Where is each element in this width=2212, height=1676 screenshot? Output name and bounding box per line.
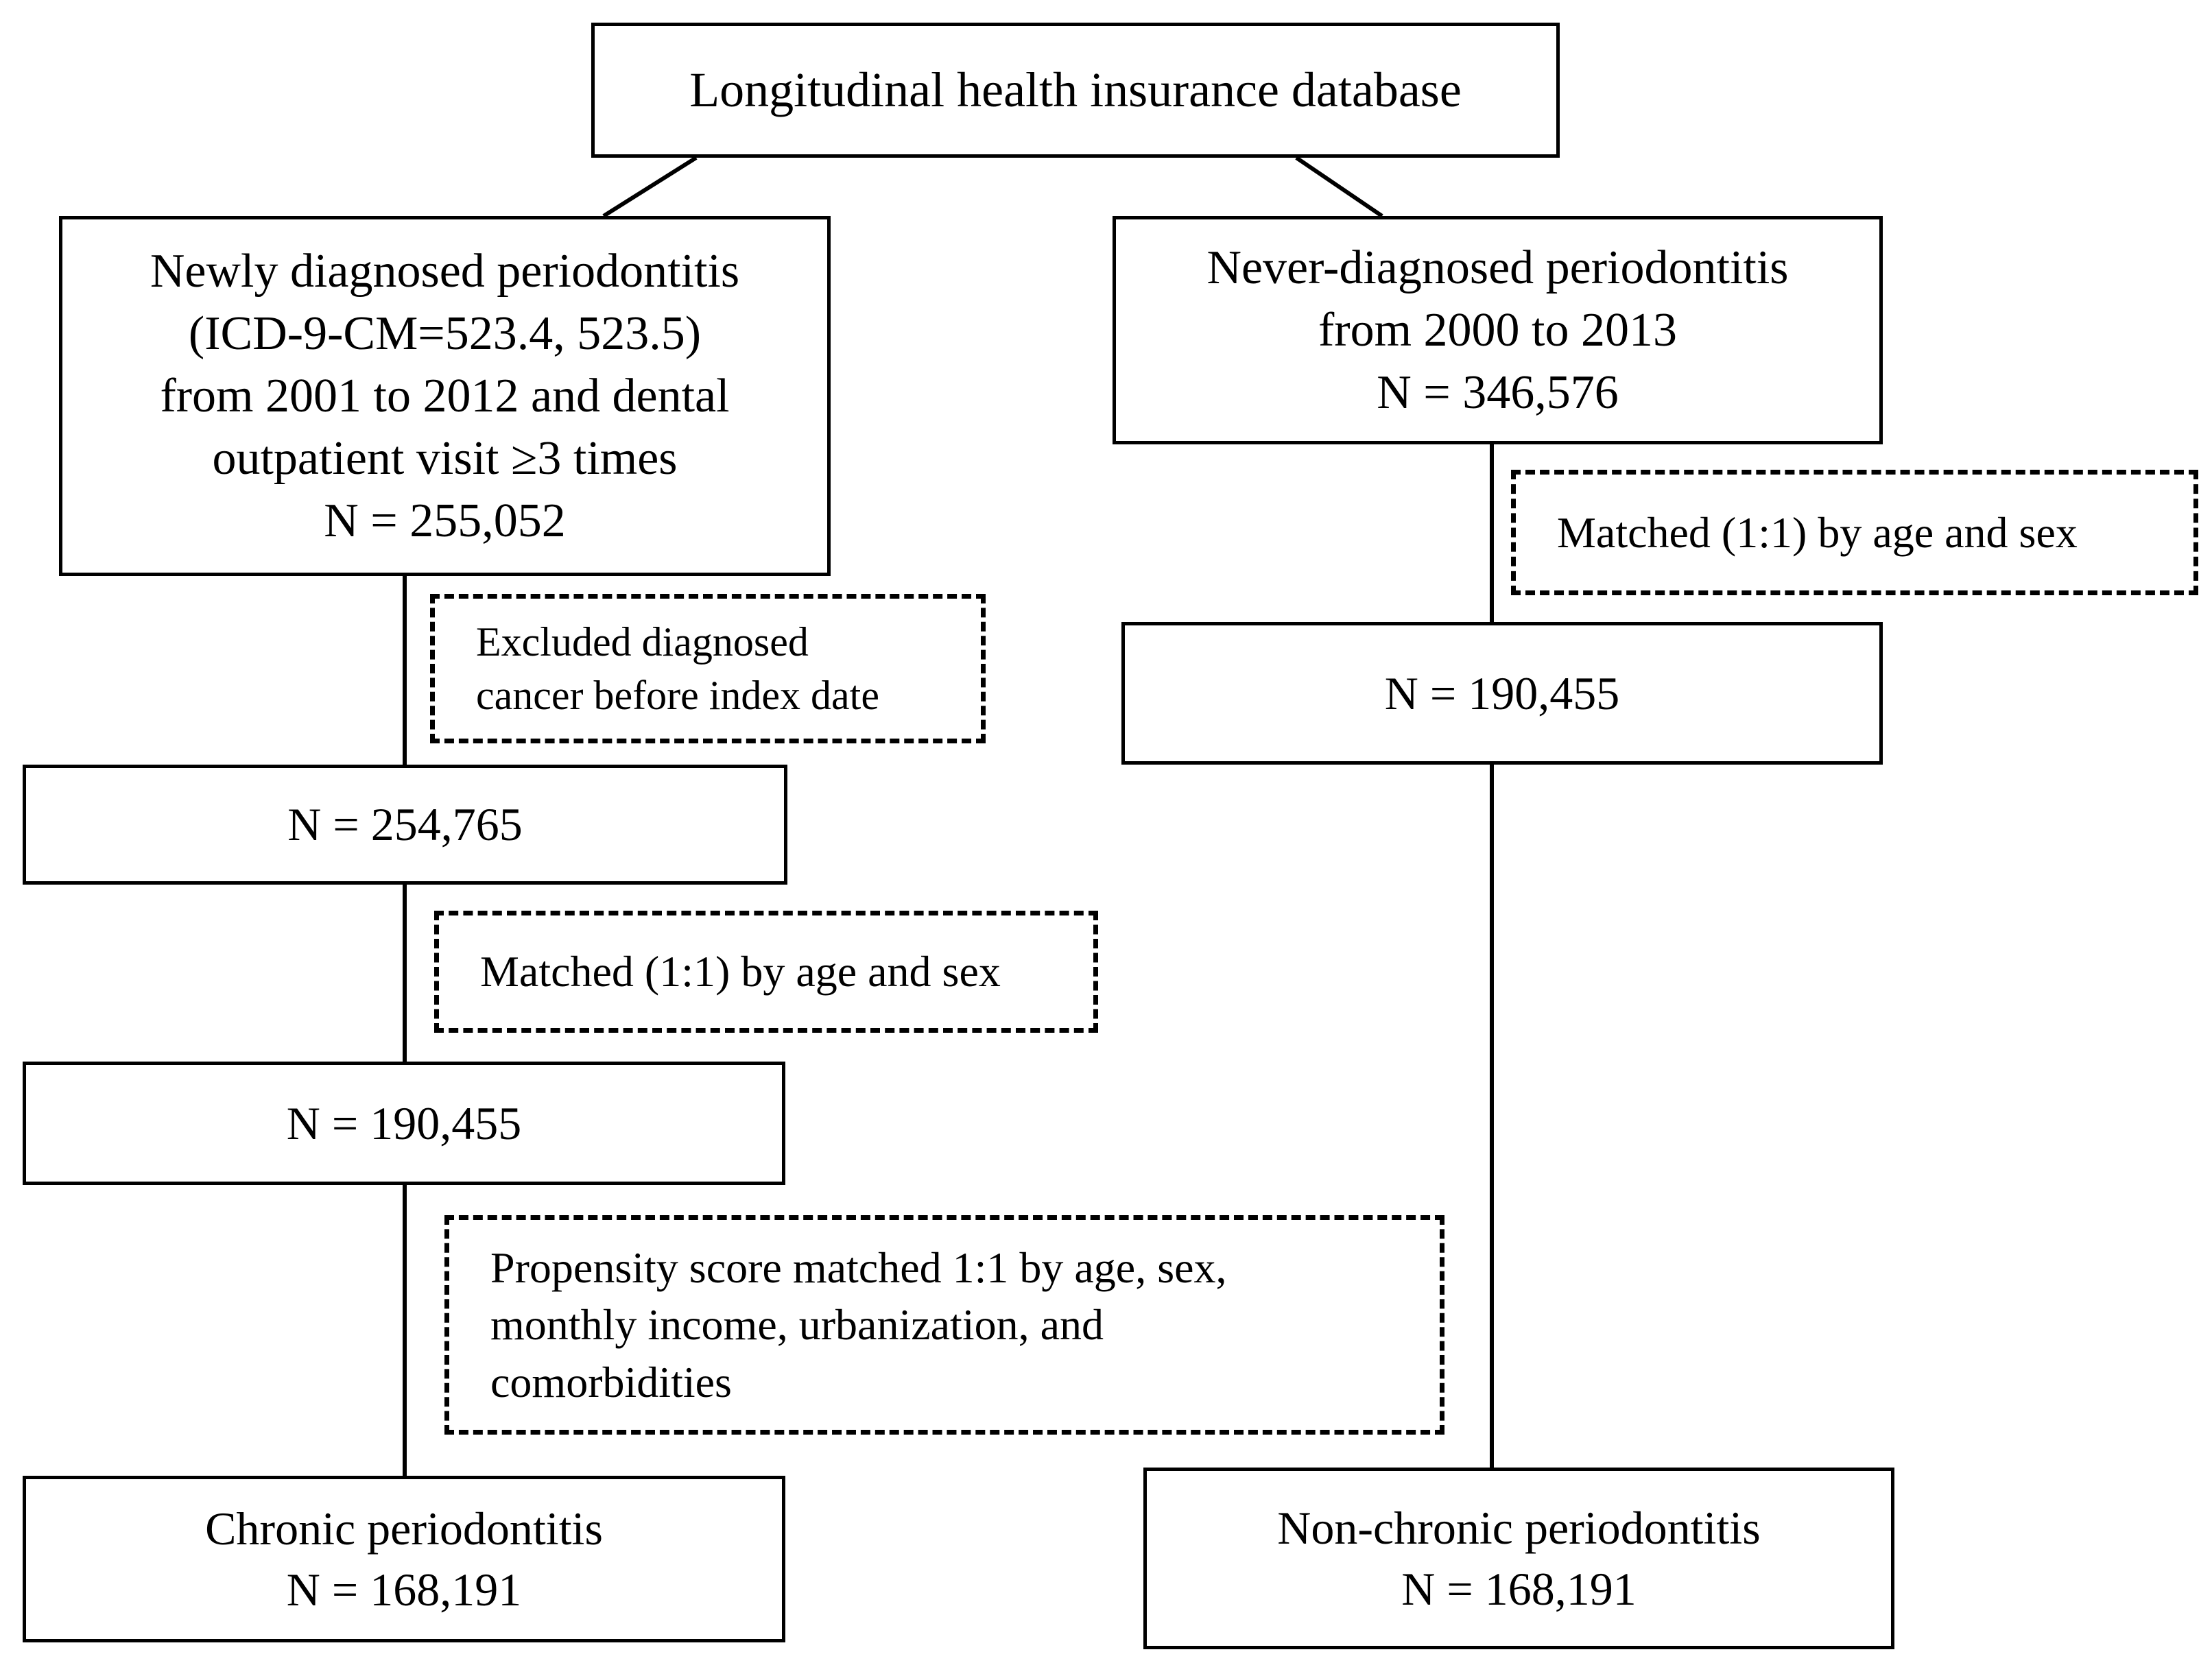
root-database-box-line-1: Longitudinal health insurance database [689, 62, 1462, 117]
right-after-match-box-line-1: N = 190,455 [1384, 667, 1620, 719]
non-chronic-periodontitis-box-line-2: N = 168,191 [1401, 1562, 1637, 1615]
non-chronic-periodontitis-box-line-1: Non-chronic periodontitis [1277, 1502, 1761, 1555]
newly-diagnosed-cohort-box-line-1: Newly diagnosed periodontitis [150, 245, 740, 298]
chronic-periodontitis-box-line-1: Chronic periodontitis [205, 1503, 603, 1555]
never-diagnosed-cohort-box: Never-diagnosed periodontitis from 2000 t… [1113, 216, 1883, 444]
right-age-sex-match-note-box: Matched (1:1) by age and sex [1511, 470, 2198, 595]
connector-root-to-right [1295, 156, 1383, 218]
right-age-sex-match-note-box-line-1: Matched (1:1) by age and sex [1557, 507, 2078, 557]
newly-diagnosed-cohort-box-line-5: N = 255,052 [324, 494, 566, 547]
left-after-match-box-line-1: N = 190,455 [286, 1097, 522, 1149]
exclusion-note-box-line-2: cancer before index date [476, 673, 879, 718]
newly-diagnosed-cohort-box-line-2: (ICD-9-CM=523.4, 523.5) [188, 307, 702, 360]
left-age-sex-match-note-box: Matched (1:1) by age and sex [434, 911, 1098, 1033]
chronic-periodontitis-box: Chronic periodontitis N = 168,191 [23, 1476, 785, 1642]
newly-diagnosed-cohort-box-line-3: from 2001 to 2012 and dental [160, 370, 730, 422]
never-diagnosed-cohort-box-line-1: Never-diagnosed periodontitis [1206, 241, 1789, 294]
chronic-periodontitis-box-line-2: N = 168,191 [286, 1563, 522, 1616]
propensity-score-note-box-line-3: comorbidities [490, 1357, 732, 1406]
never-diagnosed-cohort-box-line-3: N = 346,576 [1377, 366, 1619, 419]
left-after-match-box: N = 190,455 [23, 1062, 785, 1185]
propensity-score-note-box-line-2: monthly income, urbanization, and [490, 1300, 1104, 1350]
non-chronic-periodontitis-box: Non-chronic periodontitis N = 168,191 [1143, 1468, 1894, 1649]
after-exclusion-box-line-1: N = 254,765 [287, 798, 523, 851]
left-age-sex-match-note-box-line-1: Matched (1:1) by age and sex [480, 947, 1001, 996]
never-diagnosed-cohort-box-line-2: from 2000 to 2013 [1318, 304, 1678, 357]
propensity-score-note-box-line-1: Propensity score matched 1:1 by age, sex… [490, 1243, 1227, 1293]
root-database-box: Longitudinal health insurance database [591, 23, 1560, 158]
right-after-match-box: N = 190,455 [1121, 622, 1883, 765]
after-exclusion-box: N = 254,765 [23, 765, 787, 885]
newly-diagnosed-cohort-box-line-4: outpatient visit ≥3 times [212, 432, 678, 485]
newly-diagnosed-cohort-box: Newly diagnosed periodontitis (ICD-9-CM=5… [59, 216, 831, 576]
exclusion-note-box-line-1: Excluded diagnosed [476, 619, 809, 665]
propensity-score-note-box: Propensity score matched 1:1 by age, sex… [444, 1215, 1444, 1435]
exclusion-note-box: Excluded diagnosed cancer before index da… [430, 594, 986, 743]
connector-root-to-left [602, 156, 698, 218]
